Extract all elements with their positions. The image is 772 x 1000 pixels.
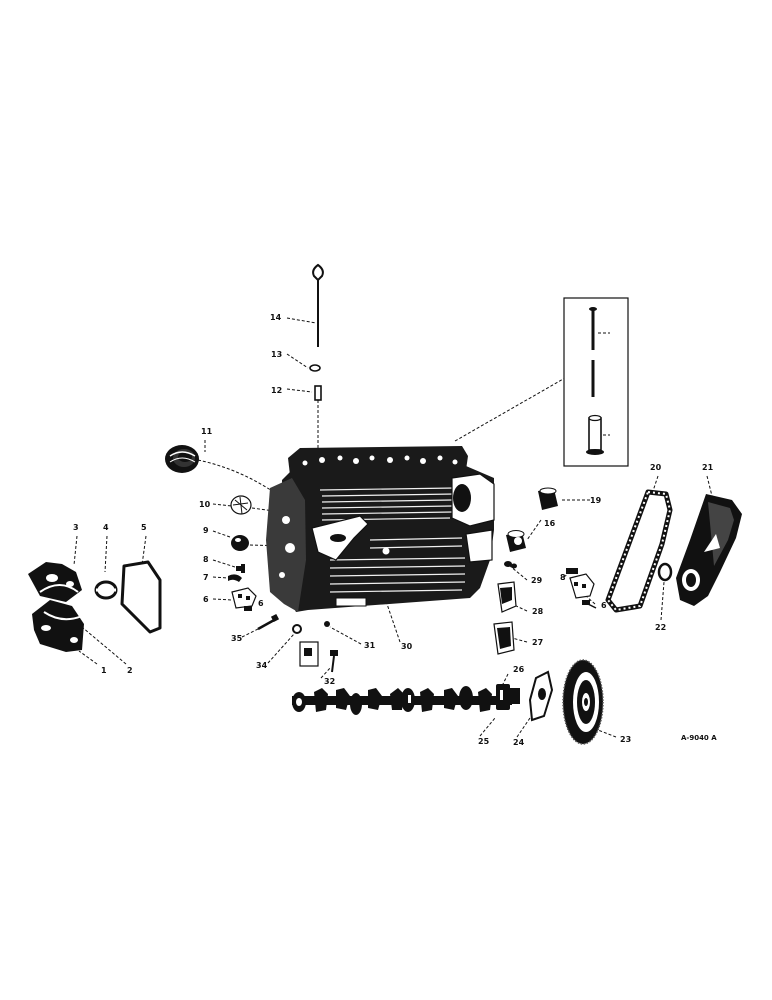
- timing-gear-cover-gasket: [605, 489, 673, 613]
- drain-cock: [236, 564, 245, 573]
- bolt-32: [330, 650, 338, 673]
- callout-21: 21: [702, 463, 714, 472]
- callout-7: 7: [203, 573, 209, 582]
- camshaft: [292, 684, 520, 715]
- core-plug-small: [231, 535, 249, 551]
- callout-11: 11: [201, 427, 213, 436]
- cover-plate-28: [497, 581, 517, 613]
- main-bearing-cap-left: [231, 587, 257, 611]
- callout-19: 19: [590, 496, 602, 505]
- callout-14: 14: [270, 313, 282, 322]
- washer-34: [292, 624, 302, 634]
- callout-13: 13: [271, 350, 282, 359]
- core-plug-large: [230, 495, 252, 515]
- callout-31: 31: [364, 641, 376, 650]
- callout-22: 22: [655, 623, 666, 632]
- callout-29: 29: [531, 576, 543, 585]
- callout-8-left: 8: [203, 555, 209, 564]
- callout-35: 35: [231, 634, 243, 643]
- callout-16: 16: [544, 519, 556, 528]
- stray-pin: [587, 603, 597, 609]
- dipstick: [312, 263, 324, 347]
- camshaft-gear: [562, 659, 604, 745]
- rear-oil-seal-retainer-lower: [32, 600, 84, 652]
- rear-oil-seal-retainer-upper: [28, 562, 82, 602]
- callout-8-right: 8: [560, 573, 566, 582]
- callout-6-mid: 6: [258, 599, 264, 608]
- callout-34: 34: [256, 661, 268, 670]
- dipstick-tube: [314, 385, 322, 401]
- callout-20: 20: [650, 463, 662, 472]
- cover-plate-27: [493, 621, 515, 655]
- callout-4: 4: [103, 523, 109, 532]
- lock-washer-left: [228, 574, 242, 582]
- cylinder-block: [266, 446, 495, 612]
- push-rod: [589, 307, 597, 397]
- callout-2: 2: [127, 666, 133, 675]
- callout-30: 30: [401, 642, 413, 651]
- callout-10: 10: [199, 500, 211, 509]
- main-bearing-cap-right: [566, 568, 595, 605]
- callout-6-left: 6: [203, 595, 209, 604]
- rear-seal-gasket: [120, 560, 162, 634]
- callout-24: 24: [513, 738, 525, 747]
- plate-33: [299, 641, 319, 667]
- plug-29: [504, 561, 517, 569]
- callout-9: 9: [203, 526, 209, 535]
- callout-25: 25: [478, 737, 490, 746]
- bushing-16: [506, 530, 526, 552]
- figure-code: A-9040 A: [681, 734, 717, 742]
- tappet: [586, 414, 604, 455]
- plug-31: [324, 621, 330, 627]
- callout-5: 5: [141, 523, 147, 532]
- callout-12: 12: [271, 386, 282, 395]
- callout-23: 23: [620, 735, 631, 744]
- dipstick-washer: [309, 364, 321, 372]
- camshaft-thrust-plate: [528, 670, 554, 722]
- callout-27: 27: [532, 638, 543, 647]
- bolt-35: [257, 613, 280, 631]
- oil-seal-packing: [94, 580, 118, 600]
- callout-6-right: 6: [601, 601, 607, 610]
- callout-28: 28: [532, 607, 544, 616]
- bearing-cap-screw: [69, 611, 75, 617]
- callout-3: 3: [73, 523, 79, 532]
- oil-seal-washer-22: [657, 562, 673, 582]
- callout-26: 26: [513, 665, 525, 674]
- callout-1: 1: [101, 666, 107, 675]
- push-rod-inset: [563, 297, 629, 467]
- rear-expansion-plug: [165, 445, 199, 473]
- bushing-19: [538, 487, 558, 510]
- callout-32: 32: [324, 677, 335, 686]
- timing-gear-cover: [676, 494, 742, 606]
